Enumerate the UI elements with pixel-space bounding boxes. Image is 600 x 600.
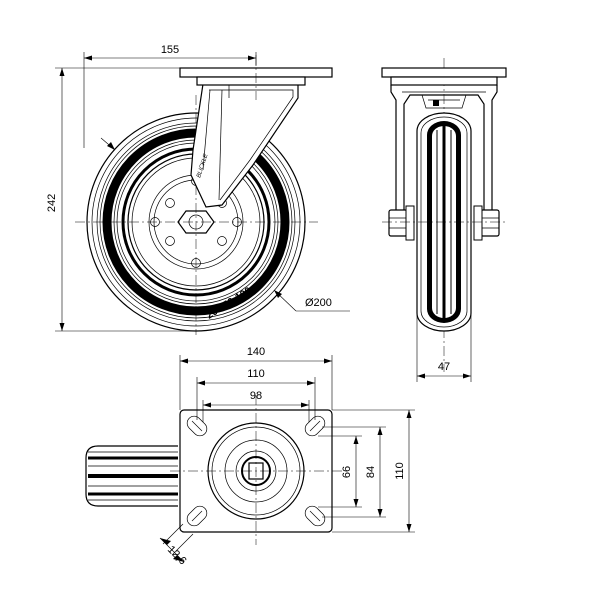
dim-155-label: 155 bbox=[161, 44, 179, 56]
kingpin-bearing bbox=[207, 422, 305, 520]
rim-hole bbox=[165, 198, 175, 208]
kingpin-nut bbox=[248, 462, 264, 480]
dim-47-label: 47 bbox=[438, 361, 450, 373]
dim-12-6-label: 12,6 bbox=[165, 544, 189, 568]
dim-hole-span-outer: 110 bbox=[196, 368, 316, 420]
dim-84-label: 84 bbox=[365, 466, 377, 478]
rim-hole bbox=[232, 217, 242, 227]
plate-slot bbox=[304, 415, 326, 437]
plate-slot bbox=[186, 505, 208, 527]
dim-140-label: 140 bbox=[247, 346, 265, 358]
dim-overall-height: 242 bbox=[46, 67, 196, 332]
dim-plate-depth: 110 bbox=[332, 409, 415, 533]
dim-110-depth-label: 110 bbox=[394, 462, 406, 480]
plate-slot bbox=[186, 415, 208, 437]
kingpin-housing-front bbox=[390, 76, 498, 86]
dim-wheel-diameter: Ø200 bbox=[273, 289, 350, 312]
plan-view: 140 110 98 110 bbox=[85, 346, 415, 568]
dim-hole-span-inner: 98 bbox=[202, 390, 310, 422]
dim-242-label: 242 bbox=[46, 194, 58, 212]
dim-hole-span-depth-outer: 84 bbox=[322, 426, 386, 518]
front-view: 47 bbox=[381, 58, 507, 382]
dim-110-label: 110 bbox=[247, 368, 265, 380]
dim-wheel-width: 47 bbox=[416, 300, 472, 382]
rim-hole bbox=[191, 258, 201, 268]
rim-hole bbox=[165, 236, 175, 246]
swivel-fork-side: BLICKLE bbox=[190, 83, 299, 208]
wheel-top-profile bbox=[85, 445, 178, 507]
dim-66-label: 66 bbox=[341, 466, 353, 478]
rim-hole bbox=[217, 236, 227, 246]
dim-diameter-label: Ø200 bbox=[305, 297, 332, 309]
axle-nuts-front bbox=[388, 205, 500, 241]
rim-hole bbox=[150, 217, 160, 227]
fork-legs-front bbox=[390, 85, 498, 216]
dim-plate-width: 140 bbox=[179, 346, 333, 410]
side-view: BLICKLE 200/50-100 155 242 bbox=[46, 44, 350, 335]
dim-hole-span-depth-inner: 66 bbox=[318, 435, 362, 508]
top-plate-front bbox=[381, 67, 507, 78]
dim-98-label: 98 bbox=[250, 390, 262, 402]
axle-hex-nut bbox=[177, 210, 215, 234]
kingpin-housing-side bbox=[196, 76, 306, 86]
axle bbox=[188, 214, 204, 230]
plate-slot bbox=[304, 505, 326, 527]
dim-side-width: 155 bbox=[83, 44, 257, 148]
